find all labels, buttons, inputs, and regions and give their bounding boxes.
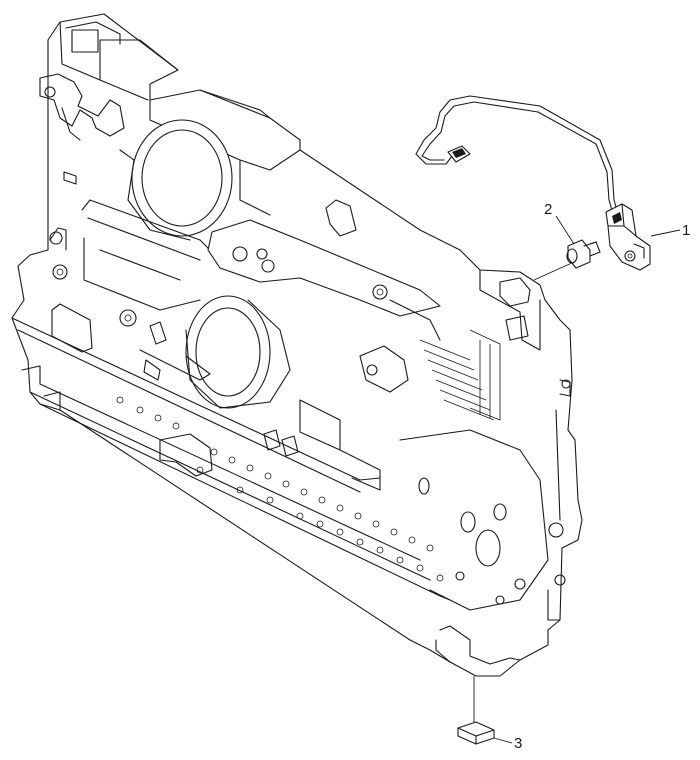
callout-part-3: 3 — [514, 735, 522, 752]
leader-part-2 — [555, 215, 575, 245]
callout-part-2: 2 — [544, 201, 552, 218]
callout-part-1: 1 — [682, 222, 690, 239]
leader-part-2-mount — [533, 261, 575, 281]
leader-part-3 — [493, 737, 513, 744]
part-1-sensor-assembly — [415, 95, 651, 271]
part-3-pad — [457, 721, 495, 745]
part-2-pin — [566, 239, 601, 269]
leader-part-1 — [650, 229, 681, 237]
leader-lines — [473, 215, 681, 744]
panel-holes — [116, 396, 444, 582]
chassis-frame — [11, 13, 583, 677]
vent-grille — [419, 329, 501, 421]
